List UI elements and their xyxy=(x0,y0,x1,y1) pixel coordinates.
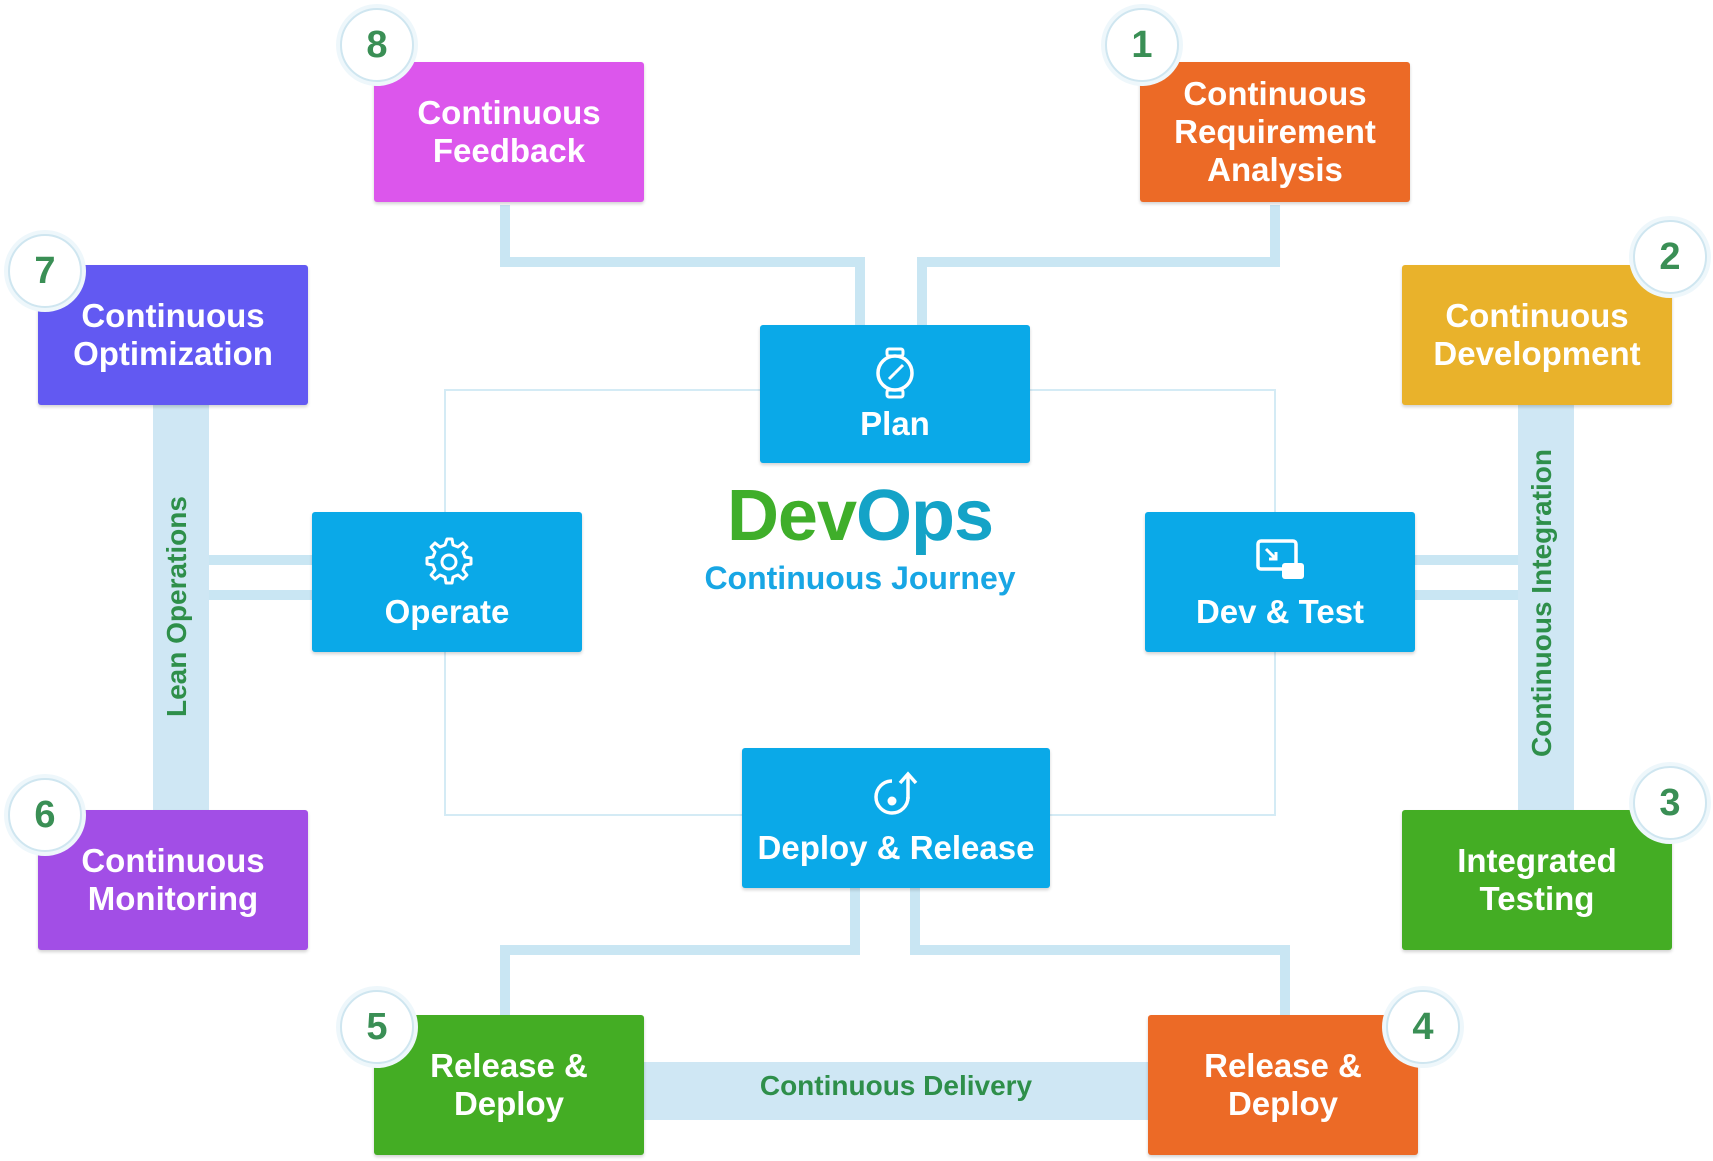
stage-label-line: Development xyxy=(1433,335,1641,372)
screen-share-icon xyxy=(1252,533,1308,589)
stage-label-line: Monitoring xyxy=(87,880,259,917)
band-lean-label: Lean Operations xyxy=(161,496,192,717)
stage-8-badge: 8 xyxy=(340,8,414,82)
phase-operate-label: Operate xyxy=(384,593,510,630)
phase-dev-test-label: Dev & Test xyxy=(1195,593,1365,630)
phase-plan-label: Plan xyxy=(860,405,930,442)
stage-5-badge: 5 xyxy=(340,990,414,1064)
stage-label-line: Requirement xyxy=(1174,113,1376,150)
band-integration-label: Continuous Integration xyxy=(1526,449,1557,757)
phase-operate: Operate xyxy=(312,512,582,652)
link-feedback-plan xyxy=(500,205,865,325)
phase-dev-test: Dev & Test xyxy=(1145,512,1415,652)
stage-4-release-deploy: Release &Deploy xyxy=(1148,1015,1418,1155)
band-delivery xyxy=(640,1062,1152,1120)
center-subtitle: Continuous Journey xyxy=(704,560,1016,596)
stage-7-badge: 7 xyxy=(8,234,82,308)
link-deploy-release5 xyxy=(500,885,860,1015)
stage-1-badge: 1 xyxy=(1105,8,1179,82)
stage-label-line: Integrated xyxy=(1457,842,1617,879)
phase-plan: Plan xyxy=(760,325,1030,463)
band-lean xyxy=(153,400,209,818)
stage-label-line: Continuous xyxy=(417,94,601,131)
stage-label-line: Release & xyxy=(1204,1047,1362,1084)
stage-label-line: Testing xyxy=(1479,880,1595,917)
deploy-arrow-icon xyxy=(868,769,924,825)
stage-6-badge: 6 xyxy=(8,778,82,852)
stopwatch-icon xyxy=(867,345,923,401)
stage-label-line: Continuous xyxy=(81,297,265,334)
stage-label-line: Analysis xyxy=(1207,151,1343,188)
stage-label-line: Deploy xyxy=(453,1085,564,1122)
band-delivery-label: Continuous Delivery xyxy=(759,1070,1033,1101)
stage-5-release-deploy: Release &Deploy xyxy=(374,1015,644,1155)
phase-deploy-release: Deploy & Release xyxy=(742,748,1050,888)
stage-label-line: Deploy xyxy=(1227,1085,1338,1122)
stage-label-line: Continuous xyxy=(1445,297,1629,334)
stage-label-line: Release & xyxy=(430,1047,588,1084)
center-title: DevOps Continuous Journey xyxy=(620,476,1100,597)
stage-3-badge: 3 xyxy=(1633,766,1707,840)
stage-2-badge: 2 xyxy=(1633,220,1707,294)
stage-4-badge: 4 xyxy=(1386,990,1460,1064)
phase-deploy-release-label: Deploy & Release xyxy=(757,829,1035,866)
link-deploy-release4 xyxy=(910,885,1290,1015)
gear-icon xyxy=(419,533,475,589)
stage-label-line: Optimization xyxy=(73,335,273,372)
stage-label-line: Continuous xyxy=(81,842,265,879)
devops-logo: DevOps xyxy=(726,476,994,556)
link-requirement-plan xyxy=(917,205,1280,325)
stage-label-line: Continuous xyxy=(1183,75,1367,112)
stage-label-line: Feedback xyxy=(432,132,586,169)
band-integration xyxy=(1518,400,1574,818)
